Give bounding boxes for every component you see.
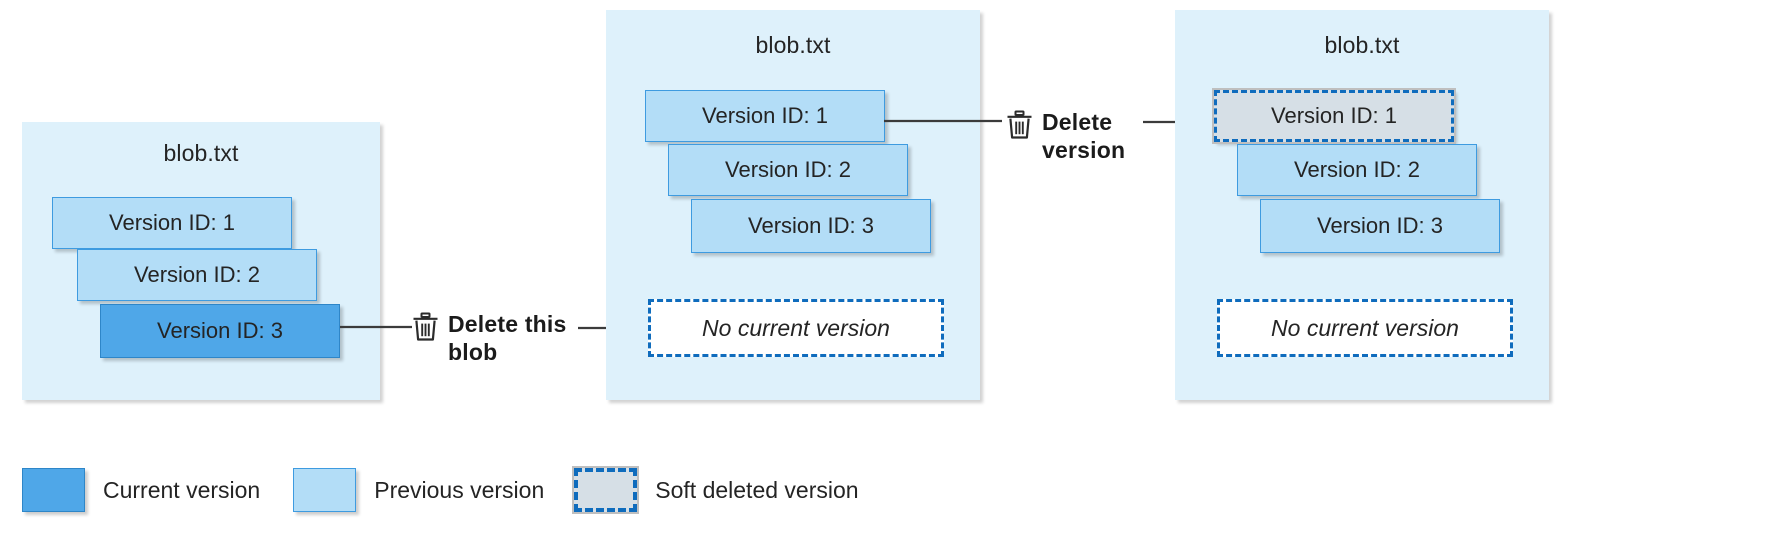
trash-icon (412, 312, 439, 347)
legend-item-previous-version: Previous version (293, 468, 544, 512)
version-box-label: Version ID: 1 (1271, 103, 1397, 128)
action-delete-this-blob[interactable]: Delete this blob (412, 310, 567, 366)
panel-title: blob.txt (1324, 32, 1400, 58)
action-delete-version[interactable]: Delete version (1006, 108, 1125, 164)
legend-swatch-soft-deleted (572, 466, 640, 514)
connector-version-to-delete (884, 116, 1002, 126)
version-box-2: Version ID: 2 (668, 144, 908, 196)
version-box-1: Version ID: 1 (645, 90, 885, 142)
legend-label: Current version (103, 476, 261, 503)
legend-label: Previous version (374, 476, 545, 503)
version-box-2: Version ID: 2 (1237, 144, 1477, 196)
version-box-3: Version ID: 3 (691, 199, 931, 253)
action-label-line1: Delete (1042, 109, 1113, 135)
version-box-label: Version ID: 3 (1317, 213, 1443, 238)
version-box-label: Version ID: 2 (725, 157, 851, 182)
version-box-label: Version ID: 2 (134, 262, 260, 287)
version-box-3: Version ID: 3 (1260, 199, 1500, 253)
no-current-version-box: No current version (648, 299, 944, 357)
version-box-label: Version ID: 1 (109, 210, 235, 235)
trash-icon (1006, 110, 1033, 145)
version-box-label: Version ID: 3 (157, 318, 283, 343)
no-current-version-label: No current version (1271, 314, 1459, 341)
version-box-1-soft-deleted: Version ID: 1 (1212, 88, 1456, 144)
action-label: Delete this blob (448, 310, 567, 366)
legend: Current version Previous version Soft de… (22, 466, 859, 514)
legend-swatch-current (22, 468, 85, 512)
version-box-label: Version ID: 1 (702, 103, 828, 128)
action-label-line1: Delete this (448, 311, 567, 337)
panel-title: blob.txt (755, 32, 831, 58)
version-box-label: Version ID: 2 (1294, 157, 1420, 182)
no-current-version-box: No current version (1217, 299, 1513, 357)
action-label: Delete version (1042, 108, 1125, 164)
version-box-label: Version ID: 3 (748, 213, 874, 238)
legend-label: Soft deleted version (655, 476, 859, 503)
legend-item-soft-deleted-version: Soft deleted version (572, 466, 859, 514)
no-current-version-label: No current version (702, 314, 890, 341)
version-box-1: Version ID: 1 (52, 197, 292, 249)
action-label-line2: version (1042, 137, 1126, 164)
action-label-line2: blob (448, 339, 498, 366)
version-box-3-current: Version ID: 3 (100, 304, 340, 358)
panel-title: blob.txt (163, 140, 239, 166)
connector-blob-to-delete (340, 322, 412, 332)
legend-swatch-previous (293, 468, 357, 512)
legend-item-current-version: Current version (22, 468, 260, 512)
version-box-2: Version ID: 2 (77, 249, 317, 301)
